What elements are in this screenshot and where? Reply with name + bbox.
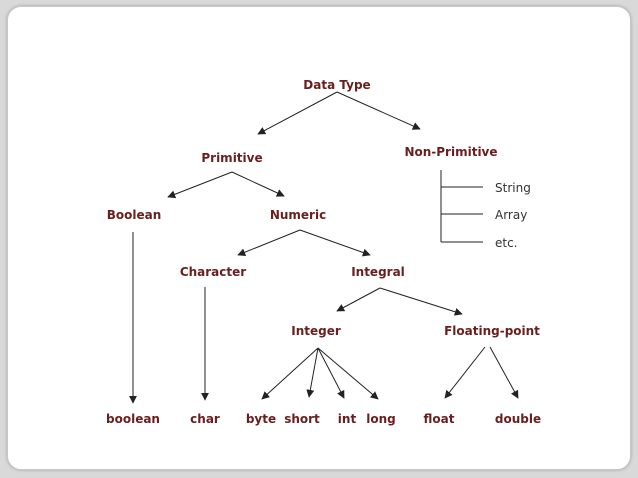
leaf-boolean: boolean bbox=[106, 412, 160, 426]
node-character: Character bbox=[180, 265, 246, 279]
edge-integer-to-byte bbox=[261, 347, 319, 400]
node-floating-point: Floating-point bbox=[444, 324, 540, 338]
edge-integer-to-int bbox=[317, 347, 345, 399]
edges-layer bbox=[129, 91, 519, 404]
edge-numeric-to-character bbox=[237, 229, 301, 257]
node-integer: Integer bbox=[291, 324, 341, 338]
node-boolean-category: Boolean bbox=[107, 208, 162, 222]
leaf-int: int bbox=[338, 412, 357, 426]
edge-primitive-to-numeric bbox=[231, 171, 285, 197]
edge-integer-to-long bbox=[317, 347, 379, 400]
non-primitive-item-etc: etc. bbox=[495, 236, 518, 250]
leaf-byte: byte bbox=[246, 412, 276, 426]
node-numeric: Numeric bbox=[270, 208, 326, 222]
node-non-primitive: Non-Primitive bbox=[404, 145, 497, 159]
node-integral: Integral bbox=[351, 265, 405, 279]
leaf-char: char bbox=[190, 412, 220, 426]
edge-primitive-to-boolean-cat bbox=[167, 171, 233, 199]
non-primitive-item-array: Array bbox=[495, 208, 527, 222]
edge-numeric-to-integral bbox=[299, 229, 371, 257]
node-data-type: Data Type bbox=[303, 78, 370, 92]
edge-data-type-to-non-primitive bbox=[336, 91, 421, 130]
node-primitive: Primitive bbox=[201, 151, 262, 165]
edge-integral-to-integer bbox=[336, 287, 381, 312]
non-primitive-bracket bbox=[440, 170, 483, 243]
edge-integer-to-short bbox=[306, 347, 319, 398]
leaf-long: long bbox=[366, 412, 396, 426]
leaf-double: double bbox=[495, 412, 541, 426]
edge-integral-to-floating-point bbox=[379, 287, 463, 316]
edge-floating-point-to-double bbox=[489, 346, 519, 399]
slide-frame bbox=[7, 6, 631, 470]
leaf-short: short bbox=[284, 412, 320, 426]
edge-floating-point-to-float bbox=[444, 346, 486, 399]
edge-data-type-to-primitive bbox=[257, 91, 338, 135]
leaf-float: float bbox=[424, 412, 455, 426]
non-primitive-item-string: String bbox=[495, 181, 531, 195]
